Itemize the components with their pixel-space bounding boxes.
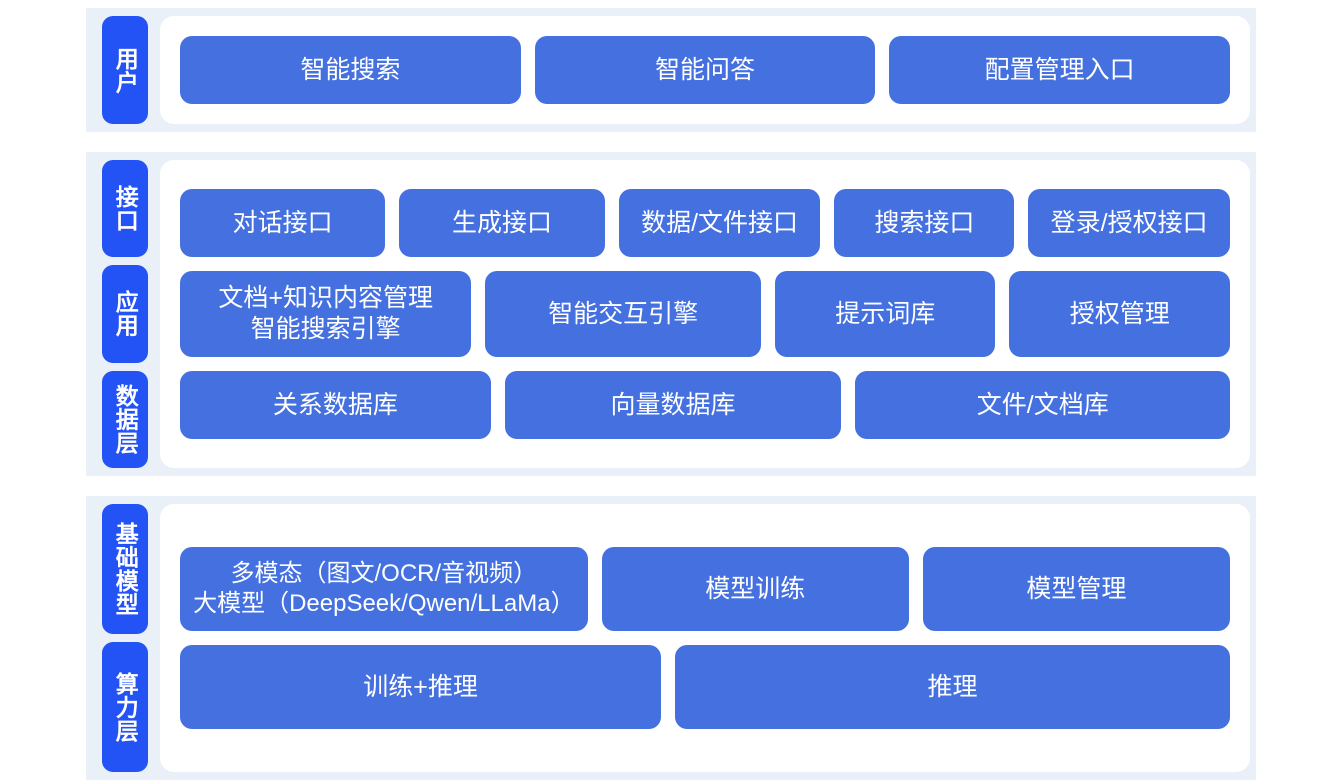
row-interface: 对话接口 生成接口 数据/文件接口 搜索接口 登录/授权接口	[180, 189, 1230, 257]
row-compute: 训练+推理 推理	[180, 645, 1230, 729]
box-model-management[interactable]: 模型管理	[922, 547, 1231, 631]
layer-tab-data[interactable]: 数据层	[102, 370, 148, 468]
row-application: 文档+知识内容管理 智能搜索引擎 智能交互引擎 提示词库 授权管理	[180, 271, 1231, 357]
box-login-auth-api[interactable]: 登录/授权接口	[1028, 189, 1230, 257]
section-middle-card-wrap: 对话接口 生成接口 数据/文件接口 搜索接口 登录/授权接口 文档+知识内容管理…	[160, 152, 1256, 476]
section-user-tab-column: 用户	[86, 8, 160, 132]
layer-tab-base-model[interactable]: 基础模型	[102, 504, 148, 634]
row-data: 关系数据库 向量数据库 文件/文档库	[180, 371, 1231, 439]
section-base-card: 多模态（图文/OCR/音视频） 大模型（DeepSeek/Qwen/LLaMa）…	[160, 504, 1250, 772]
box-prompt-library[interactable]: 提示词库	[774, 271, 996, 357]
row-base-model: 多模态（图文/OCR/音视频） 大模型（DeepSeek/Qwen/LLaMa）…	[180, 547, 1231, 631]
layer-tab-application[interactable]: 应用	[102, 265, 148, 363]
box-relational-database[interactable]: 关系数据库	[180, 371, 491, 439]
box-generation-api[interactable]: 生成接口	[399, 189, 605, 257]
box-smart-qa[interactable]: 智能问答	[534, 36, 876, 104]
box-document-knowledge-management[interactable]: 文档+知识内容管理 智能搜索引擎	[180, 271, 472, 357]
box-search-api[interactable]: 搜索接口	[834, 189, 1015, 257]
layer-tab-compute[interactable]: 算力层	[102, 642, 148, 772]
section-base: 基础模型 算力层 多模态（图文/OCR/音视频） 大模型（DeepSeek/Qw…	[86, 496, 1256, 780]
box-inference[interactable]: 推理	[675, 645, 1230, 729]
row-user: 智能搜索 智能问答 配置管理入口	[180, 36, 1231, 104]
box-multimodal-large-model[interactable]: 多模态（图文/OCR/音视频） 大模型（DeepSeek/Qwen/LLaMa）	[180, 547, 588, 631]
section-user: 用户 智能搜索 智能问答 配置管理入口	[86, 8, 1256, 132]
box-smart-interaction-engine[interactable]: 智能交互引擎	[485, 271, 761, 357]
box-training-plus-inference[interactable]: 训练+推理	[180, 645, 662, 729]
section-middle: 接口 应用 数据层 对话接口 生成接口 数据/文件接口 搜索接口 登录/授权接口…	[86, 152, 1256, 476]
section-user-card: 智能搜索 智能问答 配置管理入口	[160, 16, 1250, 124]
box-vector-database[interactable]: 向量数据库	[504, 371, 842, 439]
section-middle-card: 对话接口 生成接口 数据/文件接口 搜索接口 登录/授权接口 文档+知识内容管理…	[160, 160, 1250, 468]
box-smart-search[interactable]: 智能搜索	[180, 36, 521, 104]
box-authorization-management[interactable]: 授权管理	[1009, 271, 1231, 357]
box-model-training[interactable]: 模型训练	[601, 547, 909, 631]
section-base-card-wrap: 多模态（图文/OCR/音视频） 大模型（DeepSeek/Qwen/LLaMa）…	[160, 496, 1256, 780]
layer-tab-interface[interactable]: 接口	[102, 160, 148, 258]
box-data-file-api[interactable]: 数据/文件接口	[618, 189, 821, 257]
box-dialog-api[interactable]: 对话接口	[180, 189, 386, 257]
layer-tab-user[interactable]: 用户	[102, 16, 148, 124]
section-base-tab-column: 基础模型 算力层	[86, 496, 160, 780]
box-file-document-store[interactable]: 文件/文档库	[855, 371, 1231, 439]
section-user-card-wrap: 智能搜索 智能问答 配置管理入口	[160, 8, 1256, 132]
section-middle-tab-column: 接口 应用 数据层	[86, 152, 160, 476]
box-config-management-entry[interactable]: 配置管理入口	[889, 36, 1231, 104]
